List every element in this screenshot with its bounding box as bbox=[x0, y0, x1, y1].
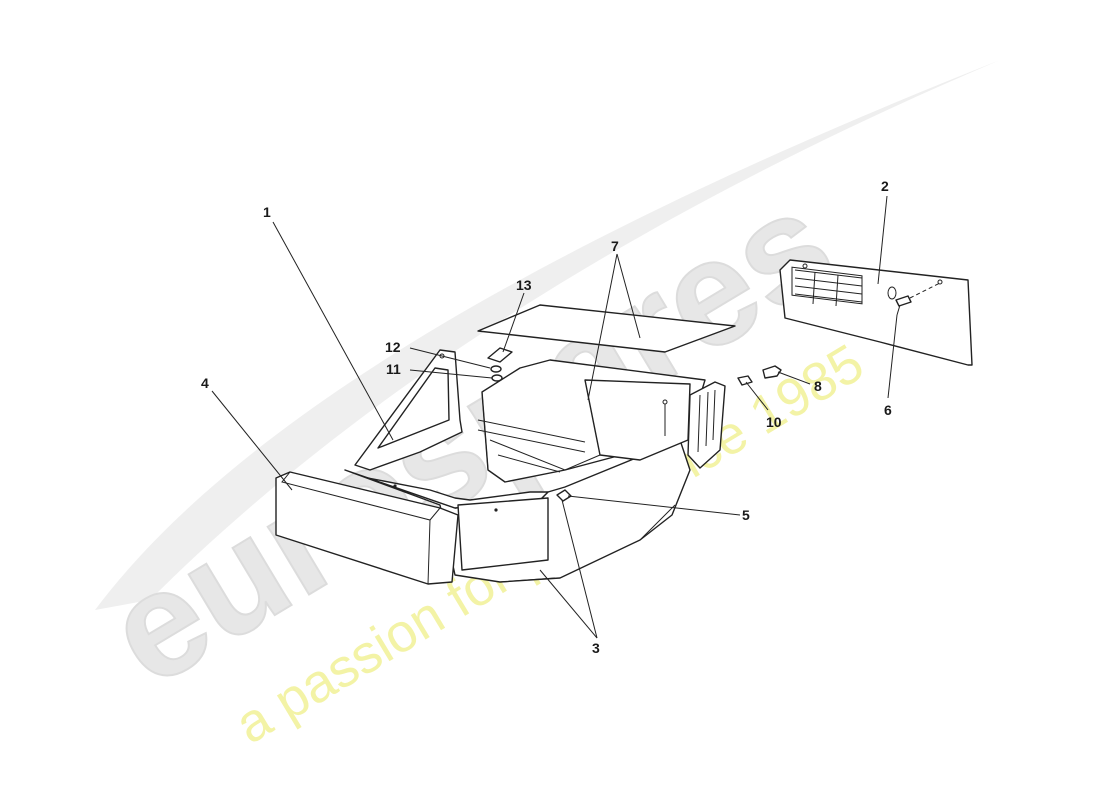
part-8-latch bbox=[762, 365, 782, 379]
part-13-bracket bbox=[487, 347, 513, 363]
callout-3: 3 bbox=[592, 640, 600, 656]
hardware bbox=[487, 347, 782, 502]
part-2-rear-panel bbox=[779, 259, 973, 366]
callout-5: 5 bbox=[742, 507, 750, 523]
callout-7: 7 bbox=[611, 238, 619, 254]
part-tub bbox=[344, 349, 726, 583]
callouts: 1 2 3 4 5 6 7 8 10 11 12 13 bbox=[201, 178, 892, 656]
leader-lines bbox=[211, 195, 898, 639]
part-11-washer bbox=[491, 374, 503, 382]
callout-13: 13 bbox=[516, 277, 532, 293]
part-12-nut bbox=[490, 365, 502, 373]
callout-8: 8 bbox=[814, 378, 822, 394]
callout-2: 2 bbox=[881, 178, 889, 194]
part-7-mat bbox=[477, 304, 736, 353]
callout-1: 1 bbox=[263, 204, 271, 220]
part-4-front-panel bbox=[275, 471, 459, 585]
callout-4: 4 bbox=[201, 375, 209, 391]
callout-12: 12 bbox=[385, 339, 401, 355]
callout-6: 6 bbox=[884, 402, 892, 418]
part-10-clip bbox=[737, 375, 753, 386]
callout-11: 11 bbox=[386, 361, 401, 377]
watermark-swoosh bbox=[95, 60, 1000, 610]
callout-10: 10 bbox=[766, 414, 782, 430]
